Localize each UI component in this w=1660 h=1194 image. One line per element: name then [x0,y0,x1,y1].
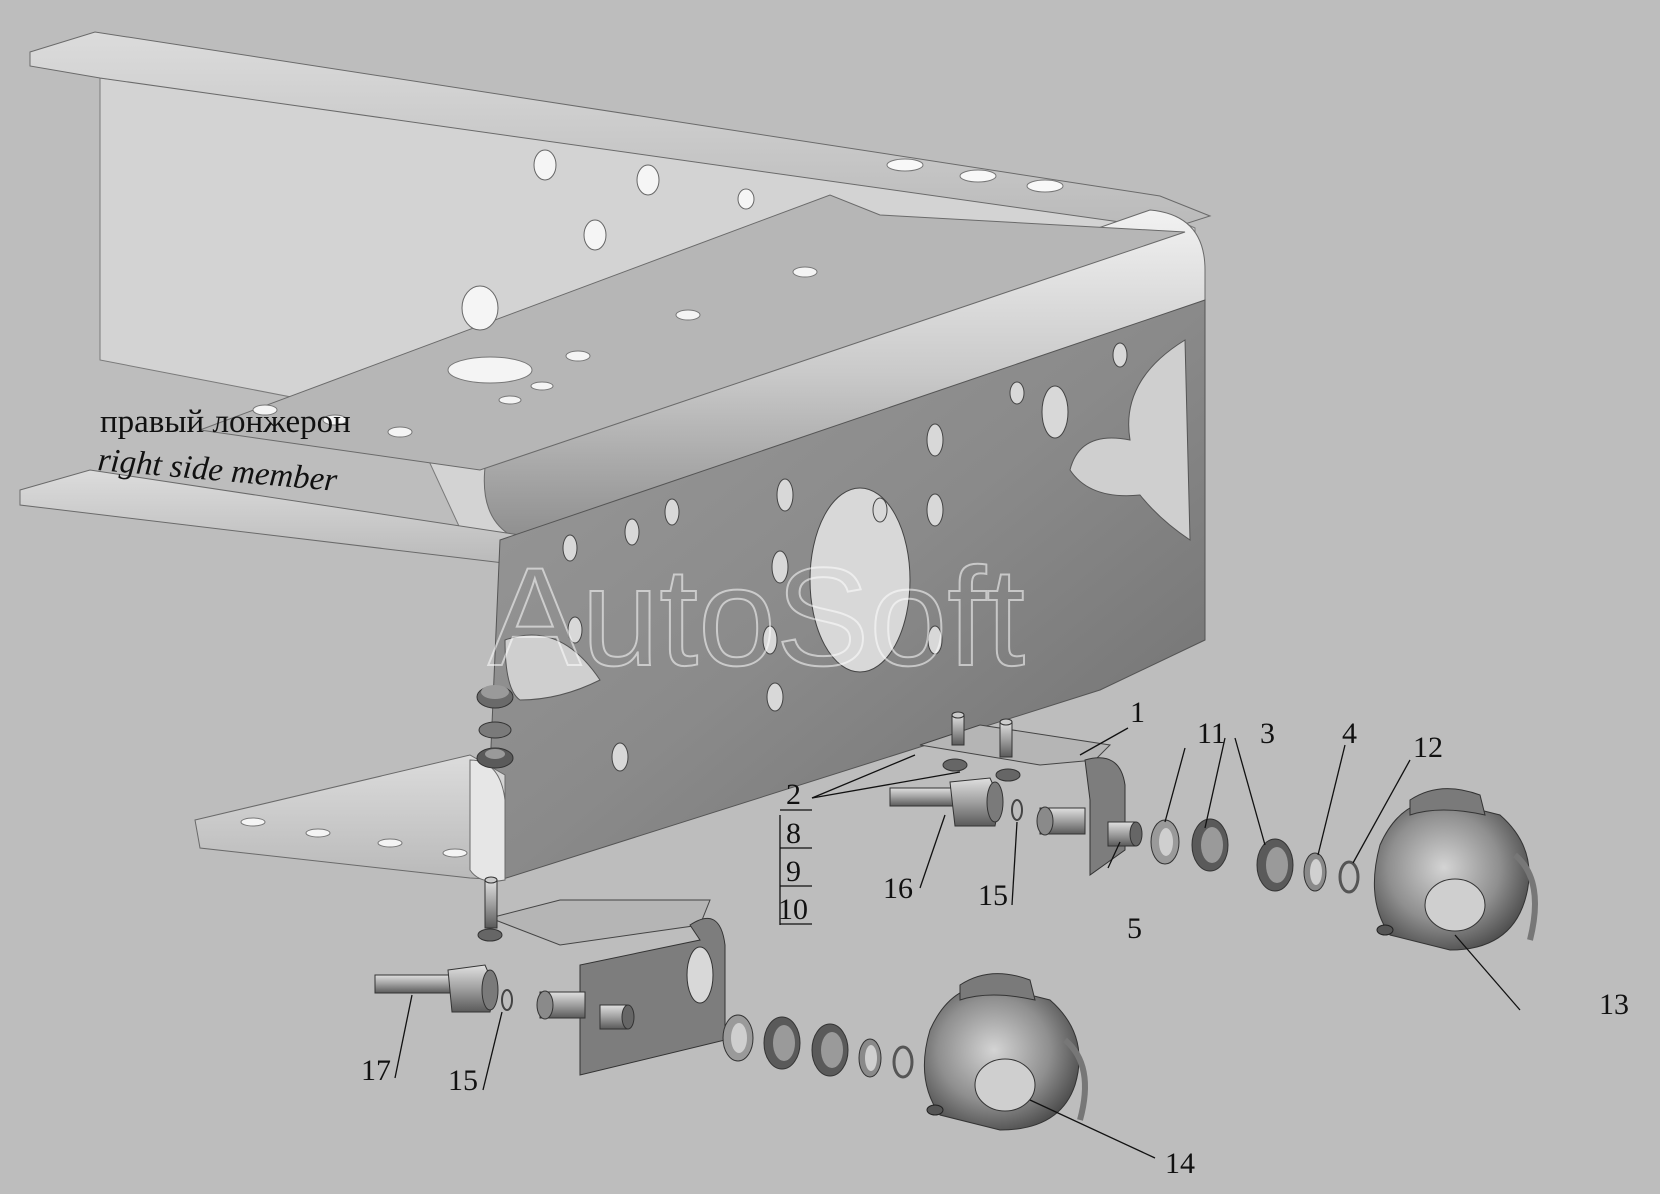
callout-numbers: 1 2 3 4 5 8 9 10 11 12 13 14 15 15 16 17 [361,696,1629,1180]
callout-16: 16 [883,872,913,905]
lower-bracket-assembly [374,876,1088,1131]
lower-bracket-hole [686,946,714,1004]
callout-15-upper: 15 [978,879,1008,912]
lower-washer-b [858,1038,882,1078]
frame-label-ru: правый лонжерон [100,404,351,440]
upper-bracket-assembly [889,711,1538,951]
coupling-head-14 [923,973,1088,1131]
lower-ring [892,1045,914,1079]
top-flange-holes [886,158,1064,193]
coupling-head-13 [1373,788,1538,951]
connector-5 [1036,806,1143,847]
callout-4: 4 [1342,717,1357,750]
callout-13: 13 [1599,988,1629,1021]
web-end-cutout [1069,339,1191,541]
bottom-flange-holes [240,817,468,858]
upper-bracket-plate [919,724,1112,766]
lower-washer-a [722,1014,754,1062]
rear-web-holes [461,149,755,331]
callout-15-lower: 15 [448,1064,478,1097]
lower-bracket-leg [579,917,726,1076]
callout-9: 9 [786,855,801,888]
lower-bracket-plate [488,899,711,946]
lower-nut-b [811,1023,849,1077]
side-member-inner-flange [199,194,1186,471]
callout-2: 2 [786,778,801,811]
watermark: AutoSoft [488,538,1025,695]
bolt-17 [374,964,499,1013]
callout-10: 10 [778,893,808,926]
side-member-frame [19,31,1212,882]
ring-12 [1338,860,1360,894]
nut-3-b [1256,838,1294,892]
washer-15-lower [501,989,513,1011]
side-member-bottom-flange [194,754,506,881]
lower-connector [536,990,635,1030]
callout-11: 11 [1197,717,1226,750]
callout-8: 8 [786,817,801,850]
lower-nut-a [763,1016,801,1070]
lower-bracket-stud [484,879,498,929]
callout-5: 5 [1127,912,1142,945]
callout-17: 17 [361,1054,391,1087]
upper-bracket-bolts [942,711,1021,782]
web-left-cutout [504,634,601,701]
nut-3-a [1191,818,1229,872]
callout-3: 3 [1260,717,1275,750]
bolt-16 [889,777,1004,827]
callout-1: 1 [1130,696,1145,729]
callout-12: 12 [1413,731,1443,764]
front-web-holes [562,342,1128,772]
leader-lines [394,727,1521,1159]
callout-14: 14 [1165,1147,1195,1180]
flange-nut-stack [476,685,514,769]
upper-bracket-leg [1084,757,1126,876]
washer-15-upper [1011,799,1023,821]
inner-flange-holes [252,266,818,438]
